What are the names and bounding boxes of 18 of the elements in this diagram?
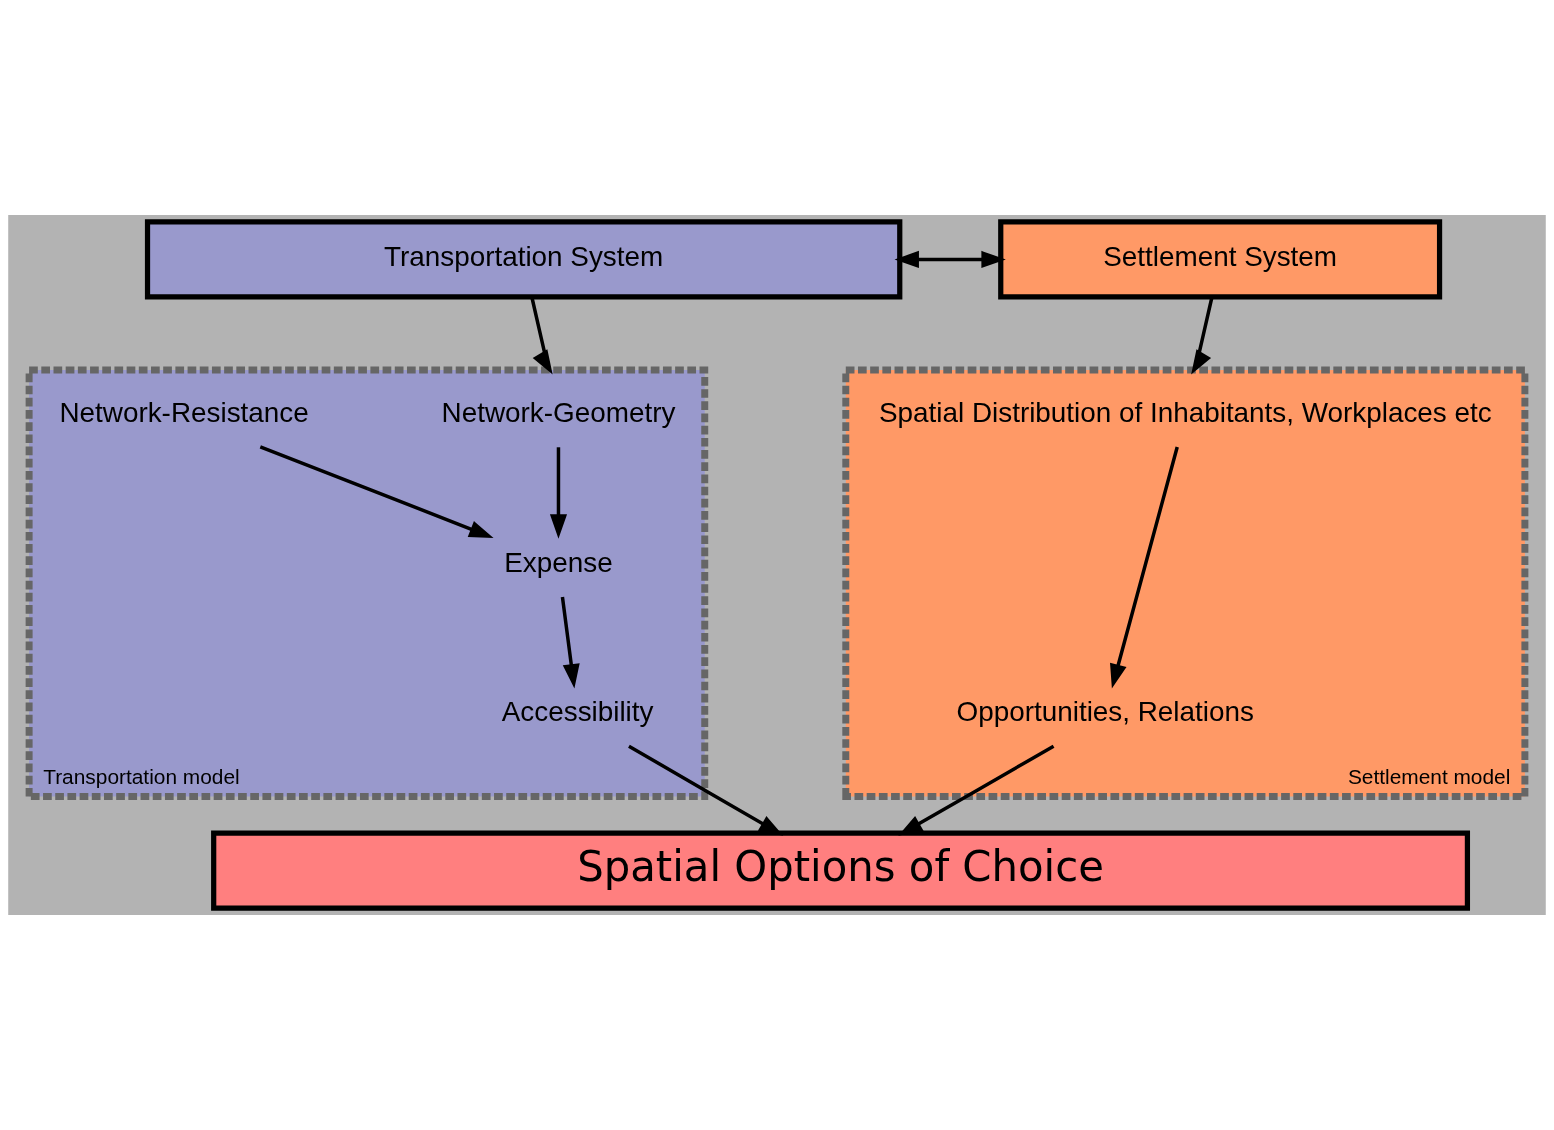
node-box: Settlement System xyxy=(998,219,1443,300)
node-text: Network-Resistance xyxy=(59,396,309,428)
arrow xyxy=(259,445,494,538)
arrow xyxy=(549,447,567,539)
arrow xyxy=(894,250,1006,268)
arrow xyxy=(628,744,784,836)
node-text: Opportunities, Relations xyxy=(956,696,1254,728)
arrow xyxy=(898,744,1055,836)
node-text: Network-Geometry xyxy=(441,396,676,428)
node-text: Spatial Distribution of Inhabitants, Workplaces etc xyxy=(878,396,1492,428)
node-text: Expense xyxy=(504,546,613,578)
node-box: Spatial Options of Choice xyxy=(211,830,1471,911)
arrow xyxy=(1191,296,1214,375)
arrow xyxy=(530,296,553,375)
node-box: Transportation System xyxy=(144,219,903,300)
node-text: Accessibility xyxy=(501,696,654,728)
arrow xyxy=(1110,446,1179,689)
arrow xyxy=(560,596,580,689)
